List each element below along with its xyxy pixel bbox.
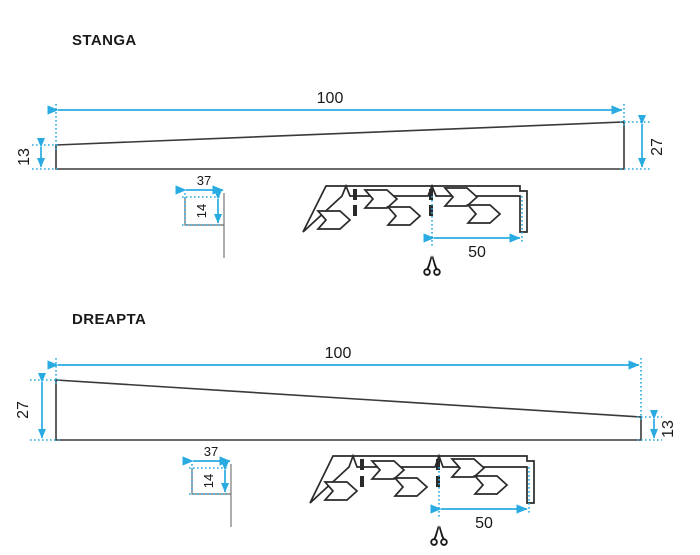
dim-label-length-stanga: 100 (317, 90, 344, 107)
view-stanga: STANGA 100 13 27 37 14 (16, 32, 666, 276)
dim-label-tab-height-dreapta: 14 (201, 474, 216, 488)
scissors-icon (430, 525, 448, 546)
view-dreapta: DREAPTA 100 27 13 37 14 (15, 311, 677, 546)
dim-label-cut-stanga: 50 (468, 244, 486, 261)
dim-label-length-dreapta: 100 (325, 345, 352, 362)
view-title-dreapta: DREAPTA (72, 311, 146, 328)
dim-label-tab-width-stanga: 37 (197, 173, 211, 188)
dim-label-left-height-stanga: 13 (16, 148, 33, 166)
scissors-icon (423, 255, 441, 276)
dim-label-cut-dreapta: 50 (475, 515, 493, 532)
detail-strip-stanga (302, 183, 528, 233)
dim-label-left-height-dreapta: 27 (15, 401, 32, 419)
detail-strip-dreapta (309, 453, 535, 504)
dim-label-tab-width-dreapta: 37 (204, 444, 218, 459)
part-profile-dreapta (55, 379, 642, 441)
dim-label-tab-height-stanga: 14 (194, 204, 209, 218)
part-profile-stanga (55, 121, 625, 170)
dim-label-right-height-stanga: 27 (649, 138, 666, 156)
view-title-stanga: STANGA (72, 32, 137, 49)
dim-label-right-height-dreapta: 13 (660, 420, 677, 438)
